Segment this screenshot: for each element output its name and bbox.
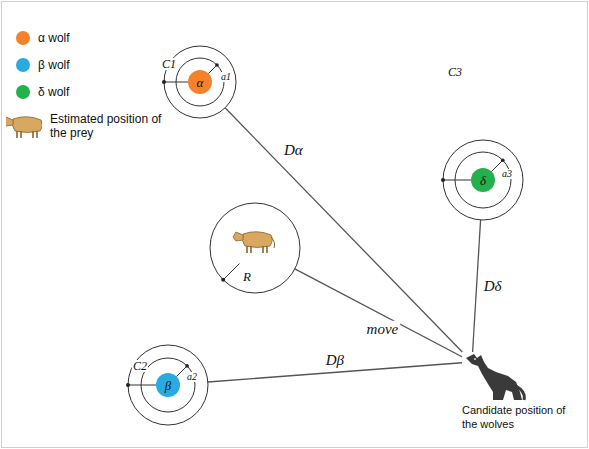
wolf-circle: δ: [441, 138, 525, 222]
node-label: β: [165, 379, 171, 392]
parameter-label: C1: [161, 58, 177, 70]
parameter-label: C2: [132, 360, 148, 372]
legend-text: β wolf: [38, 58, 70, 72]
candidate-wolf: Candidate position of the wolves: [462, 352, 584, 432]
prey-circle: R: [208, 201, 302, 295]
legend-text: α wolf: [38, 31, 70, 45]
parameter-label: C3: [447, 66, 463, 78]
legend-swatch: [16, 31, 30, 45]
edge-label: Dδ: [482, 278, 504, 295]
node-caption: Candidate position of the wolves: [462, 404, 580, 432]
parameter-label: a2: [186, 372, 198, 382]
distance-line: [225, 108, 462, 352]
legend-text: Estimated position of the prey: [50, 112, 162, 141]
wolf-circle: β: [126, 343, 210, 427]
legend-row: β wolf: [16, 58, 70, 72]
legend-text: δ wolf: [38, 85, 69, 99]
legend-swatch: [16, 58, 30, 72]
wolf-figure: [462, 352, 526, 402]
node-label: α: [197, 76, 204, 89]
wolf-circle: α: [162, 44, 238, 120]
node-outline: [208, 201, 302, 295]
prey-icon: [6, 112, 42, 140]
parameter-label: a3: [501, 169, 513, 179]
legend-row: δ wolf: [16, 85, 69, 99]
distance-line: [473, 220, 481, 352]
edge-label: Dβ: [324, 352, 346, 369]
legend-swatch: [16, 85, 30, 99]
legend-row: Estimated position of the prey: [6, 112, 162, 141]
edge-label: Dα: [282, 141, 305, 158]
node-label: R: [243, 270, 251, 283]
edge-label: move: [365, 321, 401, 338]
legend-row: α wolf: [16, 31, 70, 45]
distance-line: [295, 269, 462, 357]
node-label: δ: [480, 174, 486, 187]
parameter-label: a1: [220, 72, 232, 82]
